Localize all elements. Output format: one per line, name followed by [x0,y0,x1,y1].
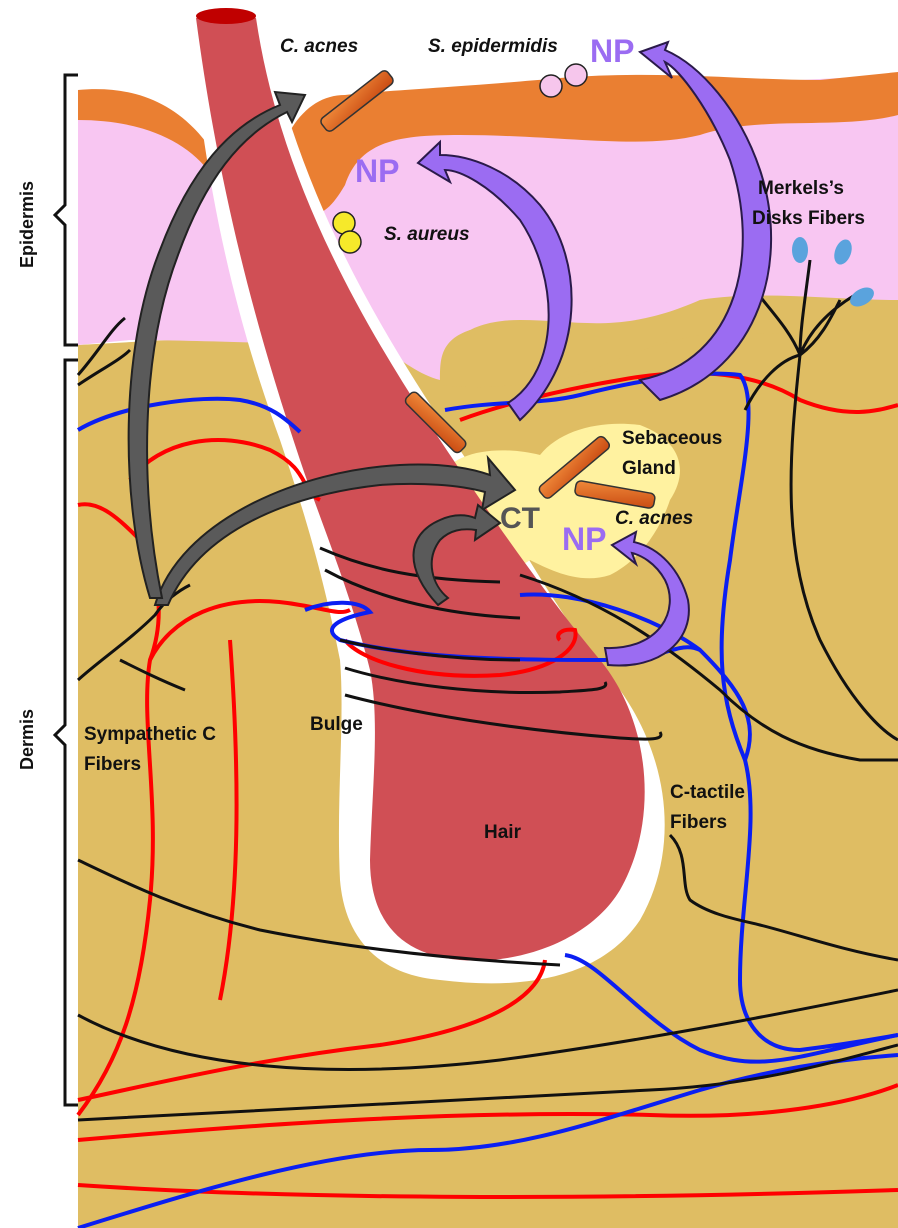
s-epidermidis-label: S. epidermidis [428,36,558,57]
s-aureus-label: S. aureus [384,224,470,245]
merkel-label-line2: Disks Fibers [752,208,865,229]
epidermis-label: Epidermis [17,181,37,268]
bulge-label: Bulge [310,714,363,735]
np-middle-label: NP [355,153,399,189]
hair-label: Hair [484,822,522,843]
ctactile-label-line1: C-tactile [670,782,745,803]
sympathetic-label-line1: Sympathetic C [84,724,216,745]
c-acnes-gland-label: C. acnes [615,508,693,529]
dermis-label: Dermis [17,709,37,770]
merkel-label-line1: Merkels’s [758,178,844,199]
np-gland-label: NP [562,521,606,557]
np-top-right-label: NP [590,33,634,69]
epidermis-bracket [55,75,78,345]
c-acnes-top-label: C. acnes [280,36,358,57]
hair-tip [196,8,256,24]
layer-brackets [55,75,78,1105]
ct-label: CT [500,502,540,535]
sympathetic-label-line2: Fibers [84,754,141,775]
sebaceous-label-line2: Gland [622,458,676,479]
ctactile-label-line2: Fibers [670,812,727,833]
dermis-bracket [55,360,78,1105]
sebaceous-label-line1: Sebaceous [622,428,722,449]
